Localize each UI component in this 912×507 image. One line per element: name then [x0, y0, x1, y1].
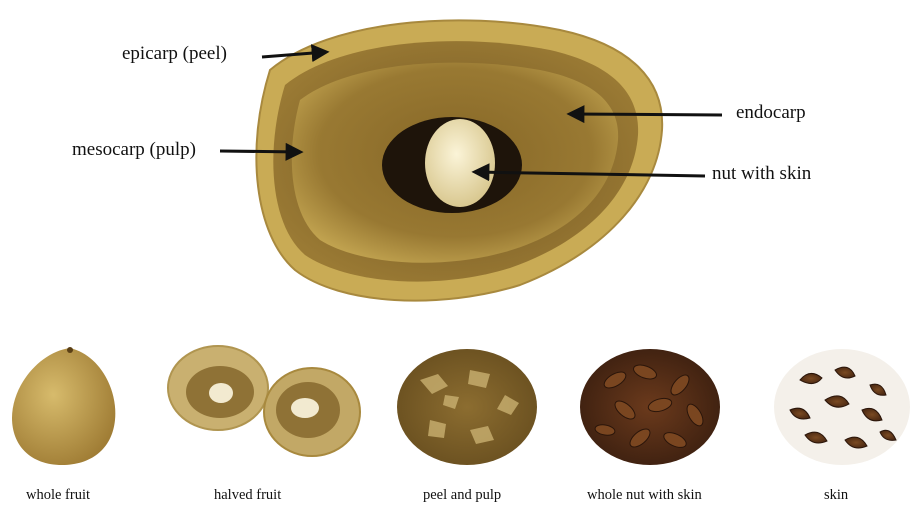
arrow-mesocarp [220, 151, 300, 152]
whole-fruit-photo [12, 347, 115, 465]
caption-whole-nut-with-skin: whole nut with skin [587, 487, 702, 504]
arrow-endocarp [570, 114, 722, 115]
peel-and-pulp-photo [397, 349, 537, 465]
halved-fruit-photo [256, 20, 662, 300]
label-mesocarp: mesocarp (pulp) [72, 139, 196, 161]
label-endocarp: endocarp [736, 102, 806, 124]
skin-photo [774, 349, 910, 465]
whole-nut-with-skin-photo [580, 349, 720, 465]
caption-whole-fruit: whole fruit [26, 487, 90, 504]
caption-skin: skin [824, 487, 848, 504]
label-nut-with-skin: nut with skin [712, 163, 811, 185]
label-epicarp: epicarp (peel) [122, 43, 227, 65]
halved-fruit-pair-photo [168, 346, 360, 456]
caption-peel-and-pulp: peel and pulp [423, 487, 501, 504]
caption-halved-fruit: halved fruit [214, 487, 281, 504]
